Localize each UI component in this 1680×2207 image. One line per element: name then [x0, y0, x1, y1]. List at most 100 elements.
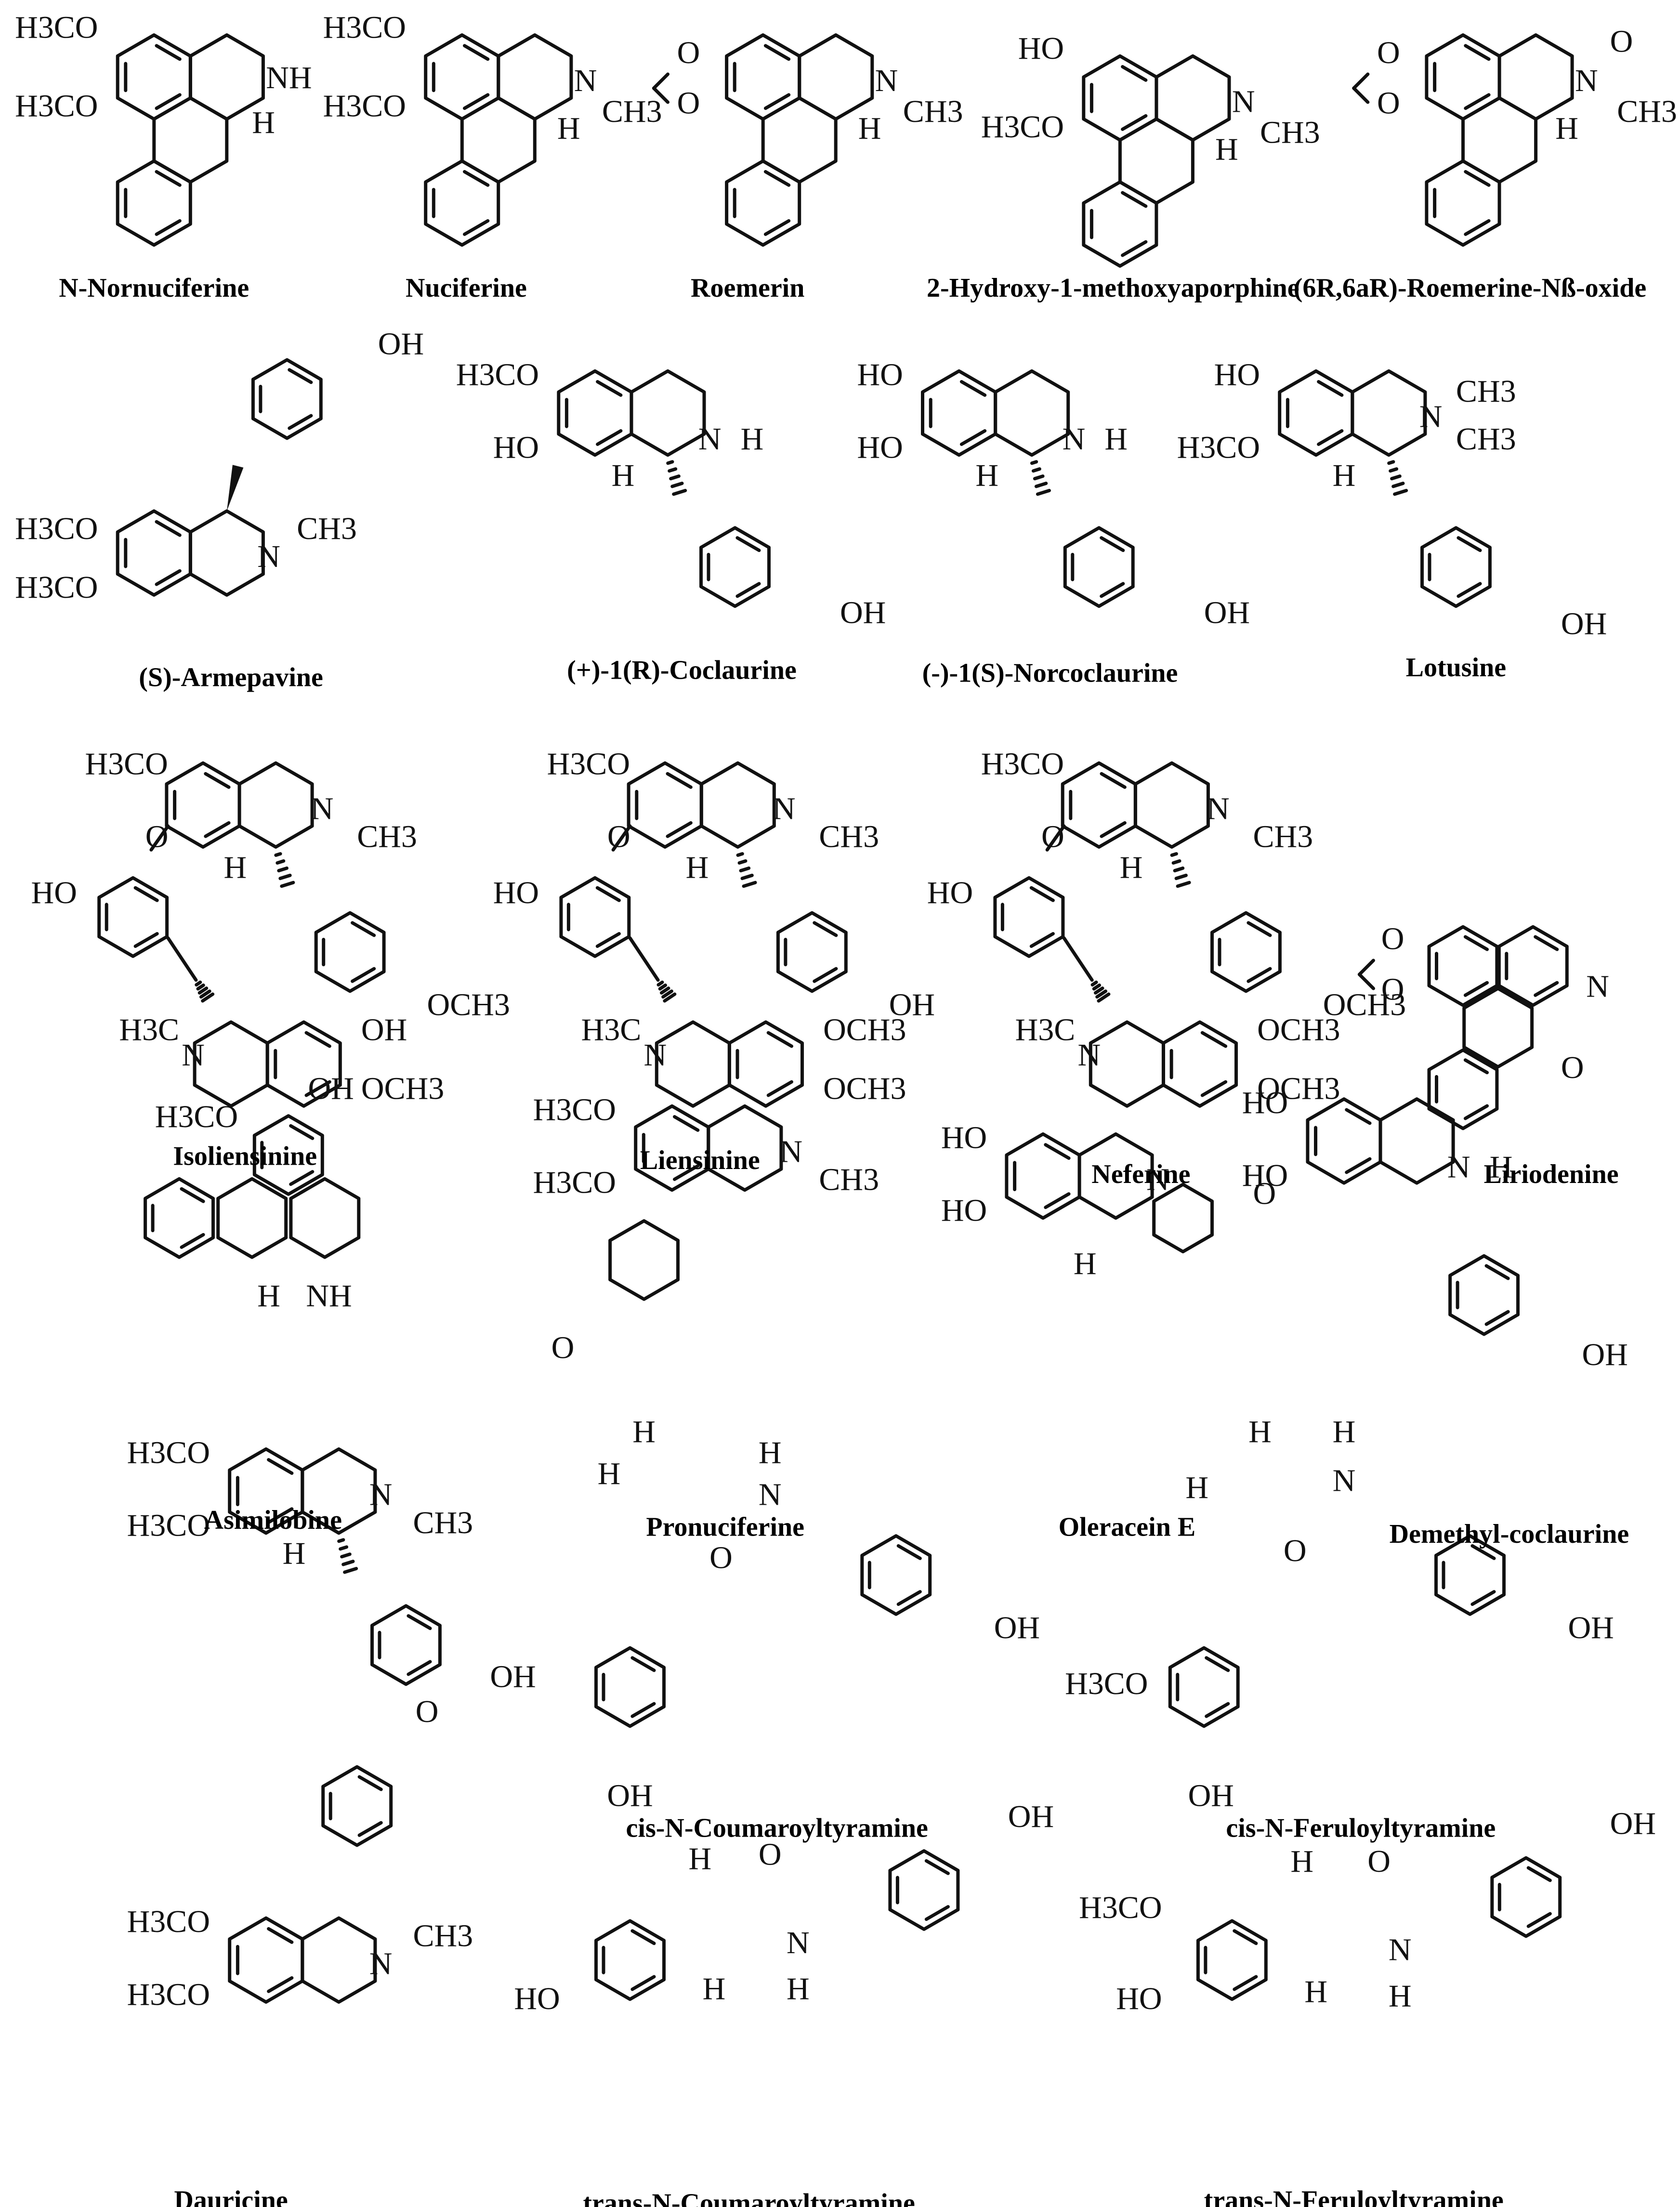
compound-name: Liriodenine [1484, 1159, 1619, 1189]
atom-label: H [1248, 1414, 1272, 1449]
atom-label: H3CO [323, 88, 406, 123]
atom-label: H3CO [127, 1904, 210, 1939]
atom-label: N [787, 1925, 810, 1960]
atom-label: O [759, 1837, 782, 1872]
atom-label: H [1333, 1414, 1356, 1449]
atom-label: HO [493, 875, 539, 910]
atom-label: H [759, 1435, 782, 1470]
atom-label: H [1490, 1150, 1513, 1185]
atom-label: OCH3 [361, 1071, 444, 1106]
atom-label: O [1377, 85, 1400, 120]
atom-label: H [1120, 850, 1143, 885]
atom-label: O [1041, 819, 1064, 854]
atom-label: H [686, 850, 709, 885]
atom-label: OCH3 [823, 1012, 906, 1048]
atom-label: O [677, 85, 700, 120]
compound-name: (S)-Armepavine [139, 662, 323, 692]
atom-label: H [688, 1841, 711, 1876]
atom-label: N [369, 1477, 393, 1512]
atom-label: H3CO [15, 511, 98, 546]
compound-name: trans-N-Feruloyltyramine [1204, 2186, 1504, 2207]
atom-label: N [759, 1477, 782, 1512]
atom-label: CH3 [297, 511, 357, 546]
atom-label: H [223, 850, 247, 885]
atom-label: N [643, 1038, 667, 1073]
atom-label: OH [1561, 606, 1607, 642]
atom-label: H [858, 111, 881, 146]
atom-label: H [975, 458, 998, 493]
atom-label: H [283, 1536, 306, 1571]
atom-label: HO [493, 430, 539, 465]
atom-label: OH [607, 1778, 653, 1813]
compound-name: cis-N-Coumaroyltyramine [626, 1813, 928, 1843]
atom-label: H [257, 1278, 280, 1314]
atom-label: H [632, 1414, 656, 1449]
atom-label: N [698, 421, 722, 457]
atom-label: H3CO [85, 746, 168, 781]
structure-n-nornuciferine: H3CO H3CO NH H [15, 10, 312, 247]
compound-name: Isoliensinine [173, 1141, 317, 1171]
atom-label: H3CO [981, 746, 1064, 781]
compound-name: trans-N-Coumaroyltyramine [583, 2189, 915, 2207]
atom-label: H3CO [15, 570, 98, 605]
atom-label: H3CO [155, 1099, 238, 1134]
atom-label: H3CO [547, 746, 630, 781]
atom-label: CH3 [602, 94, 662, 129]
atom-label: CH3 [357, 819, 417, 854]
compound-name: (6R,6aR)-Roemerine-Nß-oxide [1294, 273, 1646, 303]
atom-label: NH [266, 60, 312, 95]
atom-label: O [1610, 24, 1633, 59]
atom-label: H [1104, 421, 1128, 457]
atom-label: CH3 [1260, 115, 1320, 150]
compound-name: Oleracein E [1059, 1512, 1196, 1542]
compound-name: Demethyl-coclaurine [1390, 1519, 1629, 1549]
atom-label: OH [1204, 595, 1250, 630]
atom-label: N [1419, 399, 1443, 434]
atom-label: N [369, 1946, 393, 1981]
atom-label: H [703, 1971, 726, 2007]
atom-label: H [598, 1456, 621, 1491]
atom-label: H3CO [981, 109, 1064, 145]
atom-label: H [1215, 131, 1238, 167]
atom-label: H [1333, 458, 1356, 493]
atom-label: OH [308, 1071, 354, 1106]
atom-label: H3CO [15, 10, 98, 45]
atom-label: HO [1214, 357, 1260, 392]
compound-name: 2-Hydroxy-1-methoxyaporphine [927, 273, 1299, 303]
atom-label: CH3 [819, 1162, 879, 1197]
compound-name: Pronuciferine [646, 1512, 804, 1542]
atom-label: H [252, 105, 275, 140]
atom-label: HO [31, 875, 77, 910]
atom-label: HO [857, 430, 903, 465]
compound-name: cis-N-Feruloyltyramine [1226, 1813, 1496, 1843]
atom-label: OCH3 [427, 987, 510, 1022]
atom-label: O [1381, 972, 1404, 1007]
atom-label: H3CO [15, 88, 98, 123]
compound-name: Dauricine [174, 2186, 288, 2207]
atom-label: OH [1610, 1806, 1656, 1841]
atom-label: OH [361, 1012, 407, 1048]
atom-label: HO [1018, 31, 1064, 66]
atom-label: N [1207, 791, 1230, 826]
atom-label: H3C [119, 1012, 179, 1048]
atom-label: O [1561, 1050, 1584, 1085]
atom-label: CH3 [1456, 421, 1516, 457]
atom-label: N [1232, 84, 1255, 119]
compound-name: N-Nornuciferine [59, 273, 249, 303]
atom-label: OH [840, 595, 886, 630]
atom-label: H [1185, 1470, 1208, 1505]
atom-label: H [557, 111, 580, 146]
atom-label: H [787, 1971, 810, 2007]
atom-label: HO [927, 875, 973, 910]
atom-label: OCH3 [1257, 1071, 1340, 1106]
